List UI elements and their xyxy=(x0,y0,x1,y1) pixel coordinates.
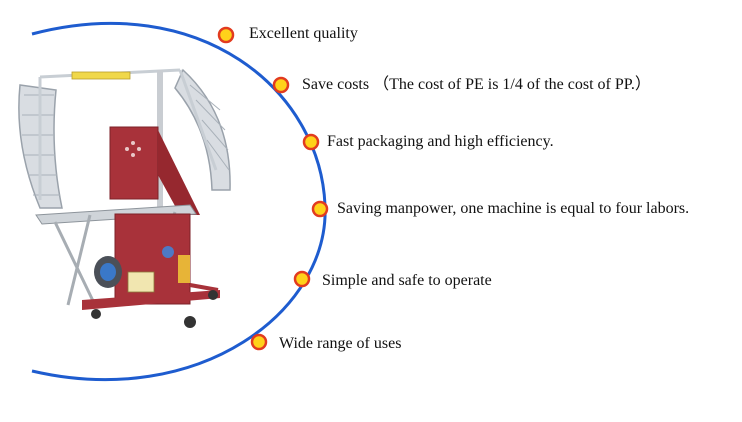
feature-dot xyxy=(250,333,268,351)
feature-dots xyxy=(217,26,329,351)
feature-dot xyxy=(272,76,290,94)
feature-label: Excellent quality xyxy=(249,25,358,42)
feature-label: Save costs （The cost of PE is 1/4 of the… xyxy=(302,76,651,93)
feature-label: Simple and safe to operate xyxy=(322,272,492,289)
feature-label: Saving manpower, one machine is equal to… xyxy=(337,200,690,217)
strapping-machine-icon xyxy=(18,68,231,328)
feature-label: Fast packaging and high efficiency. xyxy=(327,133,554,150)
feature-dot xyxy=(302,133,320,151)
feature-label: Wide range of uses xyxy=(279,335,402,352)
feature-dot xyxy=(311,200,329,218)
feature-dot xyxy=(217,26,235,44)
feature-dot xyxy=(293,270,311,288)
